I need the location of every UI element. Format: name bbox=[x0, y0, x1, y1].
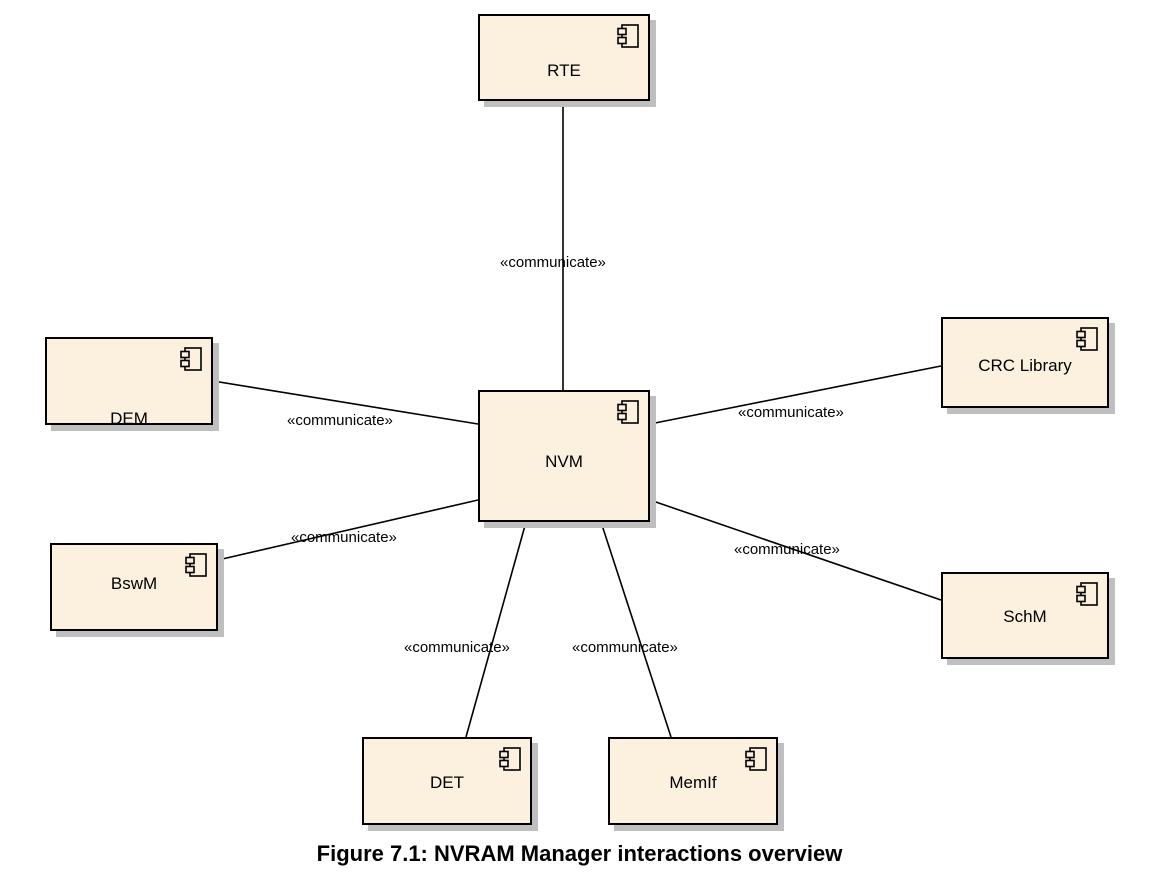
component-label-rte: RTE bbox=[547, 61, 581, 80]
component-crc[interactable]: CRC Library bbox=[941, 317, 1109, 408]
component-nvm[interactable]: NVM bbox=[478, 390, 650, 522]
component-schm[interactable]: SchM bbox=[941, 572, 1109, 659]
uml-component-icon bbox=[185, 553, 207, 577]
stereotype-label-nvm-dem: «communicate» bbox=[287, 412, 393, 429]
component-label-det: DET bbox=[430, 773, 464, 792]
connector-nvm-memif bbox=[600, 521, 672, 738]
component-label-crc: CRC Library bbox=[978, 356, 1072, 375]
uml-component-icon bbox=[617, 24, 639, 48]
component-memif[interactable]: MemIf bbox=[608, 737, 778, 825]
component-label-dem: DEM bbox=[110, 409, 148, 428]
component-label-bswm: BswM bbox=[110, 574, 158, 593]
component-label-schm: SchM bbox=[1003, 607, 1047, 626]
figure-caption: Figure 7.1: NVRAM Manager interactions o… bbox=[316, 841, 843, 866]
component-label-memif: MemIf bbox=[669, 773, 717, 792]
stereotype-label-nvm-memif: «communicate» bbox=[572, 639, 678, 656]
stereotype-label-nvm-bswm: «communicate» bbox=[291, 529, 397, 546]
stereotype-label-nvm-det: «communicate» bbox=[404, 639, 510, 656]
uml-component-icon bbox=[180, 347, 202, 371]
uml-component-icon bbox=[745, 747, 767, 771]
stereotype-label-nvm-rte: «communicate» bbox=[500, 254, 606, 271]
component-dem[interactable]: DEM bbox=[45, 337, 213, 428]
stereotype-label-nvm-schm: «communicate» bbox=[734, 541, 840, 558]
uml-component-icon bbox=[617, 400, 639, 424]
uml-component-icon bbox=[1076, 582, 1098, 606]
component-label-nvm: NVM bbox=[545, 452, 583, 471]
uml-component-icon bbox=[499, 747, 521, 771]
uml-component-icon bbox=[1076, 327, 1098, 351]
stereotype-label-nvm-crc: «communicate» bbox=[738, 404, 844, 421]
component-bswm[interactable]: BswM bbox=[50, 543, 218, 631]
connector-nvm-det bbox=[465, 521, 527, 738]
component-det[interactable]: DET bbox=[362, 737, 532, 825]
component-rte[interactable]: RTE bbox=[478, 14, 650, 101]
